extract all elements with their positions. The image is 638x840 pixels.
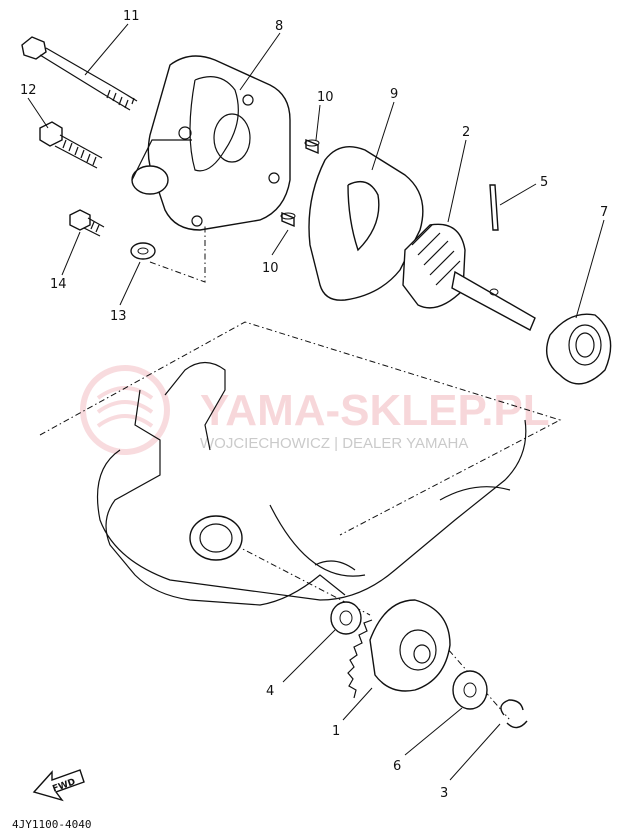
part-label-12: 12 [20, 83, 37, 98]
bolt-medium [39, 121, 103, 169]
part-labels: 11 8 12 10 9 2 5 7 10 14 13 4 1 6 3 [20, 9, 608, 801]
part-label-6: 6 [393, 759, 401, 774]
drawing-code: 4JY1100-4040 [12, 818, 91, 831]
part-label-10-bottom: 10 [262, 261, 279, 276]
part-label-13: 13 [110, 309, 127, 324]
bolt-short [69, 209, 105, 237]
part-label-14: 14 [50, 277, 67, 292]
washer-thrust [452, 670, 488, 710]
bearing [546, 313, 612, 385]
part-label-5: 5 [540, 175, 548, 190]
part-label-10-top: 10 [317, 90, 334, 105]
part-label-7: 7 [600, 205, 608, 220]
watermark-brand: YAMA-SKLEP.PL [200, 386, 550, 435]
watermark-logo-icon [80, 365, 170, 455]
part-label-2: 2 [462, 125, 470, 140]
gasket [308, 146, 424, 301]
impeller-shaft [402, 223, 536, 331]
part-label-1: 1 [332, 724, 340, 739]
drive-gear [347, 599, 451, 699]
water-pump-cover [131, 55, 291, 231]
dowel-pin-top [304, 138, 320, 155]
pin [489, 184, 499, 231]
bolt-long [21, 36, 138, 111]
part-label-9: 9 [390, 87, 398, 102]
fwd-arrow-icon: FWD [32, 769, 85, 802]
washer-small [130, 242, 156, 260]
part-label-3: 3 [440, 786, 448, 801]
watermark: YAMA-SKLEP.PL WOJCIECHOWICZ | DEALER YAM… [80, 365, 550, 455]
circlip [500, 699, 528, 729]
watermark-dealer: WOJCIECHOWICZ | DEALER YAMAHA [200, 435, 468, 452]
part-label-4: 4 [266, 684, 274, 699]
washer-large [330, 601, 362, 635]
part-label-11: 11 [123, 9, 140, 24]
part-label-8: 8 [275, 19, 283, 34]
crankcase [97, 361, 527, 606]
label-leaders [27, 23, 605, 781]
dowel-pin-bottom [280, 211, 296, 228]
